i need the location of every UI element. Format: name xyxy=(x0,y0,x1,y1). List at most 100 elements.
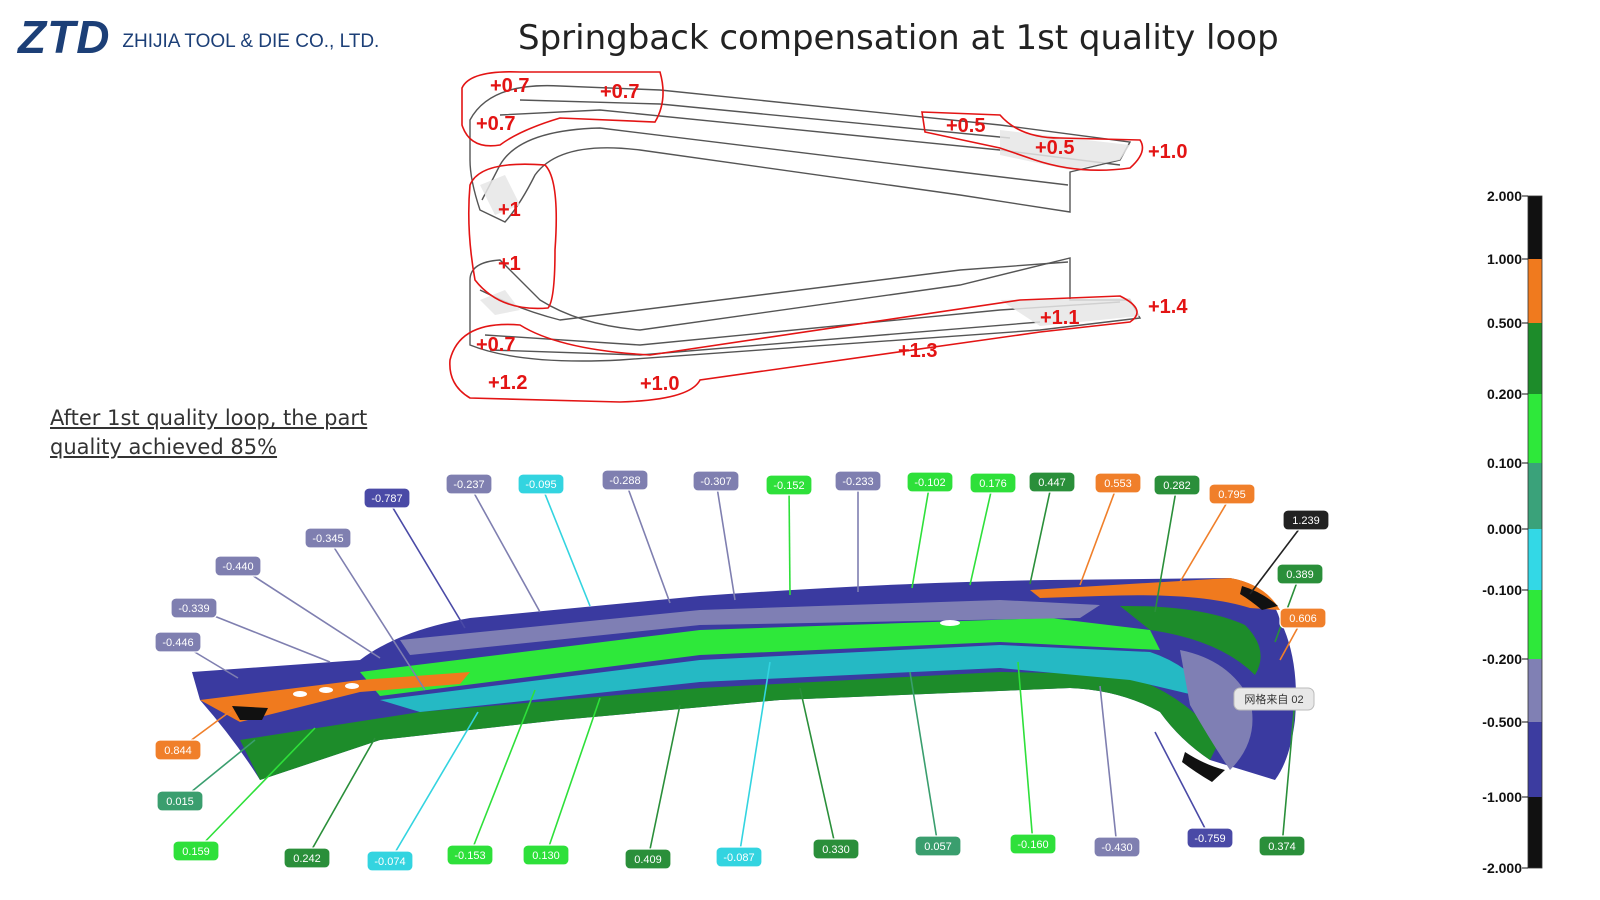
measurement-tag: -0.787 xyxy=(363,487,411,509)
measurement-tag-box xyxy=(914,835,962,857)
color-scale-legend: 2.0001.0000.5000.2000.1000.000-0.100-0.2… xyxy=(1482,188,1543,876)
color-scale-segment xyxy=(1528,259,1542,323)
measurement-tag-box xyxy=(1208,483,1256,505)
measurement-tag: -0.233 xyxy=(834,470,882,492)
tag-leader-line xyxy=(306,737,376,859)
tag-leader-line xyxy=(468,483,541,613)
compensation-label: +1.4 xyxy=(1148,296,1188,318)
measurement-tag-value: 0.606 xyxy=(1289,613,1317,625)
measurement-tag: -0.160 xyxy=(1009,833,1057,855)
color-scale-segment xyxy=(1528,196,1542,259)
company-name: ZHIJIA TOOL & DIE CO., LTD. xyxy=(122,31,380,52)
compensation-outlines xyxy=(449,71,1144,403)
color-scale-label: 2.000 xyxy=(1487,188,1522,204)
measurement-tag-value: 0.409 xyxy=(634,854,662,866)
color-scale-label: -0.200 xyxy=(1482,651,1522,667)
mesh-label: 网格来自 02 xyxy=(1233,687,1315,711)
deviation-color-map xyxy=(192,578,1296,782)
measurement-tag-value: 0.844 xyxy=(164,745,192,757)
company-logo: ZTD ZHIJIA TOOL & DIE CO., LTD. xyxy=(18,14,379,60)
measurement-tag: -0.102 xyxy=(906,471,954,493)
measurement-tag-box xyxy=(214,555,262,577)
measurement-tag-box xyxy=(304,527,352,549)
tag-leader-line xyxy=(327,537,426,691)
measurement-tag: 0.447 xyxy=(1028,471,1076,493)
measurement-tag-value: -0.446 xyxy=(162,637,193,649)
tag-leader-line xyxy=(469,689,536,856)
measurement-tag-box xyxy=(1282,509,1330,531)
measurement-tag-box xyxy=(1093,836,1141,858)
measurement-tag: 0.795 xyxy=(1208,483,1256,505)
measurement-tag-box xyxy=(812,838,860,860)
measurement-tag-value: -0.759 xyxy=(1194,833,1225,845)
measurement-tag: 0.844 xyxy=(154,739,202,761)
measurement-tag-box xyxy=(1094,472,1142,494)
measurement-tag: 0.242 xyxy=(283,847,331,869)
color-scale-label: 0.100 xyxy=(1487,455,1522,471)
color-scale-label: 0.500 xyxy=(1487,315,1522,331)
measurement-tag-box xyxy=(692,470,740,492)
measurement-tag-box xyxy=(601,469,649,491)
color-scale-segment xyxy=(1528,590,1542,659)
compensation-label: +1.0 xyxy=(1148,141,1187,163)
measurement-tag-value: -0.339 xyxy=(178,603,209,615)
measurement-tag: 0.282 xyxy=(1153,474,1201,496)
measurement-tag-box xyxy=(154,631,202,653)
color-scale-segment xyxy=(1528,323,1542,394)
measurement-tag-box xyxy=(1028,471,1076,493)
color-scale-segment xyxy=(1528,463,1542,529)
compensation-label: +0.5 xyxy=(946,115,985,137)
measurement-tags: -0.787-0.237-0.095-0.288-0.307-0.152-0.2… xyxy=(154,469,1330,872)
measurement-tag: 0.057 xyxy=(914,835,962,857)
tag-leader-line xyxy=(1281,699,1296,847)
colormap-orange-left xyxy=(200,672,470,722)
quality-note-line-1: After 1st quality loop, the part xyxy=(50,406,368,430)
tag-leader-line xyxy=(389,711,479,862)
measurement-tag-box xyxy=(1279,607,1327,629)
measurement-tag-value: 0.057 xyxy=(924,841,952,853)
measurement-tag: -0.759 xyxy=(1186,827,1234,849)
measurement-tag: 0.553 xyxy=(1094,472,1142,494)
quality-note: After 1st quality loop, the part quality… xyxy=(50,404,390,462)
measurement-tag-box xyxy=(765,474,813,496)
measurement-tag-value: -0.440 xyxy=(222,561,253,573)
measurement-tag-box xyxy=(1186,827,1234,849)
compensation-label: +1 xyxy=(498,199,521,221)
measurement-tag: -0.440 xyxy=(214,555,262,577)
measurement-tag: -0.095 xyxy=(517,473,565,495)
color-scale-segment xyxy=(1528,529,1542,590)
measurement-tag: -0.430 xyxy=(1093,836,1141,858)
tag-leader-line xyxy=(1029,481,1053,585)
measurement-tag-value: -0.152 xyxy=(773,480,804,492)
tag-leader-line xyxy=(1154,731,1211,839)
measurement-tag-box xyxy=(154,739,202,761)
measurement-tag: -0.446 xyxy=(154,631,202,653)
measurement-tag-value: -0.153 xyxy=(454,850,485,862)
mesh-label-text: 网格来自 02 xyxy=(1244,692,1303,706)
measurement-tag-value: -0.087 xyxy=(723,852,754,864)
measurement-tag-box xyxy=(834,470,882,492)
measurement-tag: 0.176 xyxy=(969,472,1017,494)
tag-leader-line xyxy=(193,607,331,663)
color-scale-label: -0.100 xyxy=(1482,582,1522,598)
measurement-tag-box xyxy=(1153,474,1201,496)
measurement-tag-value: 0.176 xyxy=(979,478,1007,490)
color-scale-segment xyxy=(1528,659,1542,722)
color-scale-label: -0.500 xyxy=(1482,714,1522,730)
measurement-tag: -0.345 xyxy=(304,527,352,549)
compensation-region-center xyxy=(467,163,557,310)
measurement-tag: 0.374 xyxy=(1258,835,1306,857)
measurement-tag-value: 0.330 xyxy=(822,844,850,856)
tag-leader-line xyxy=(1179,493,1233,583)
measurement-tag-box xyxy=(170,597,218,619)
lower-arm-outline xyxy=(469,257,1142,362)
color-scale-segment xyxy=(1528,722,1542,797)
compensation-region-upper-left xyxy=(461,71,664,147)
measurement-tag-box xyxy=(624,848,672,870)
measurement-tag: 0.159 xyxy=(172,840,220,862)
compensation-label: +0.7 xyxy=(490,75,529,97)
measurement-tag-value: 0.389 xyxy=(1286,569,1314,581)
measurement-tag-box xyxy=(969,472,1017,494)
color-scale-label: 0.000 xyxy=(1487,521,1522,537)
